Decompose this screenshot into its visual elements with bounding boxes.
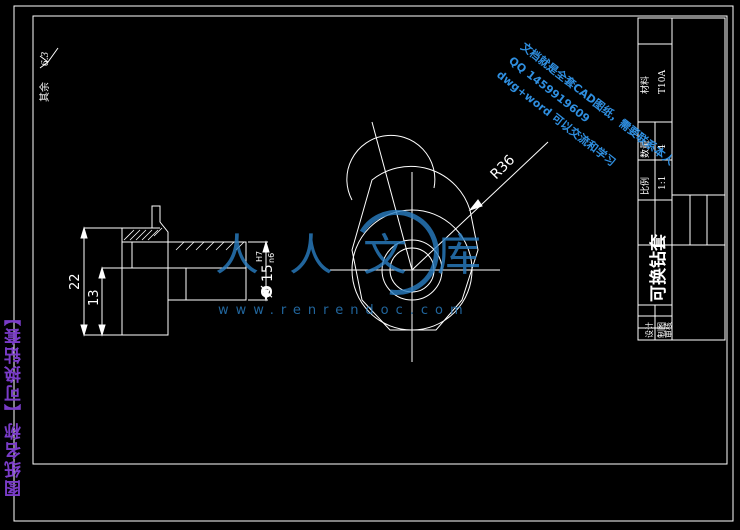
top-view bbox=[330, 121, 500, 362]
stamp-line-3: dwg+word 可以交流和学习 bbox=[494, 67, 618, 169]
section-view bbox=[110, 205, 247, 336]
dim-radius: R36 bbox=[488, 152, 519, 183]
title-block-role-design: 设计 bbox=[644, 322, 654, 338]
drawing-name-side-title: 图纸名称【可换钻套】 bbox=[5, 307, 25, 497]
dim-height-outer: 22 bbox=[68, 273, 83, 290]
title-block-part-name: 可换钻套 bbox=[648, 233, 669, 302]
dim-fit-lower: n6 bbox=[267, 253, 276, 263]
watermark-logo: 人人文库 www.renrendoc.com bbox=[215, 210, 511, 318]
title-block-material-value: T10A bbox=[658, 70, 668, 94]
title-block-qty-value: 4 bbox=[658, 144, 668, 150]
section-hatching bbox=[123, 227, 245, 251]
outer-frame bbox=[13, 5, 734, 522]
title-block-qty-label: 数量 bbox=[639, 140, 651, 158]
watermark-text-cn: 人人文库 bbox=[215, 230, 511, 281]
dim-fit-upper: H7 bbox=[255, 251, 264, 262]
roughness-note: 其余 6.3 bbox=[38, 47, 59, 102]
watermark-stamp: 文档就是全套CAD图纸，需要联系本人 QQ 1459919609 dwg+wor… bbox=[494, 39, 678, 169]
title-block-scale-label: 比例 bbox=[639, 177, 651, 195]
title-block-scale-value: 1:1 bbox=[658, 176, 668, 190]
roughness-symbol bbox=[39, 47, 59, 69]
title-block-role-review: 审核 bbox=[663, 322, 673, 338]
dim-diameter-symbol: Ø bbox=[258, 285, 276, 298]
title-block-material-label: 材料 bbox=[639, 76, 651, 94]
watermark-url: www.renrendoc.com bbox=[218, 303, 470, 318]
dim-height-inner: 13 bbox=[87, 289, 102, 306]
dimension-diameter bbox=[248, 240, 270, 302]
dim-diameter-value: 15 bbox=[260, 264, 276, 282]
title-block bbox=[637, 17, 726, 341]
dimension-height bbox=[80, 226, 122, 337]
roughness-value: 6.3 bbox=[41, 51, 51, 66]
title-block-role-draw: 制图 bbox=[656, 322, 666, 338]
inner-frame bbox=[32, 15, 728, 465]
roughness-note-text: 其余 bbox=[38, 82, 51, 102]
